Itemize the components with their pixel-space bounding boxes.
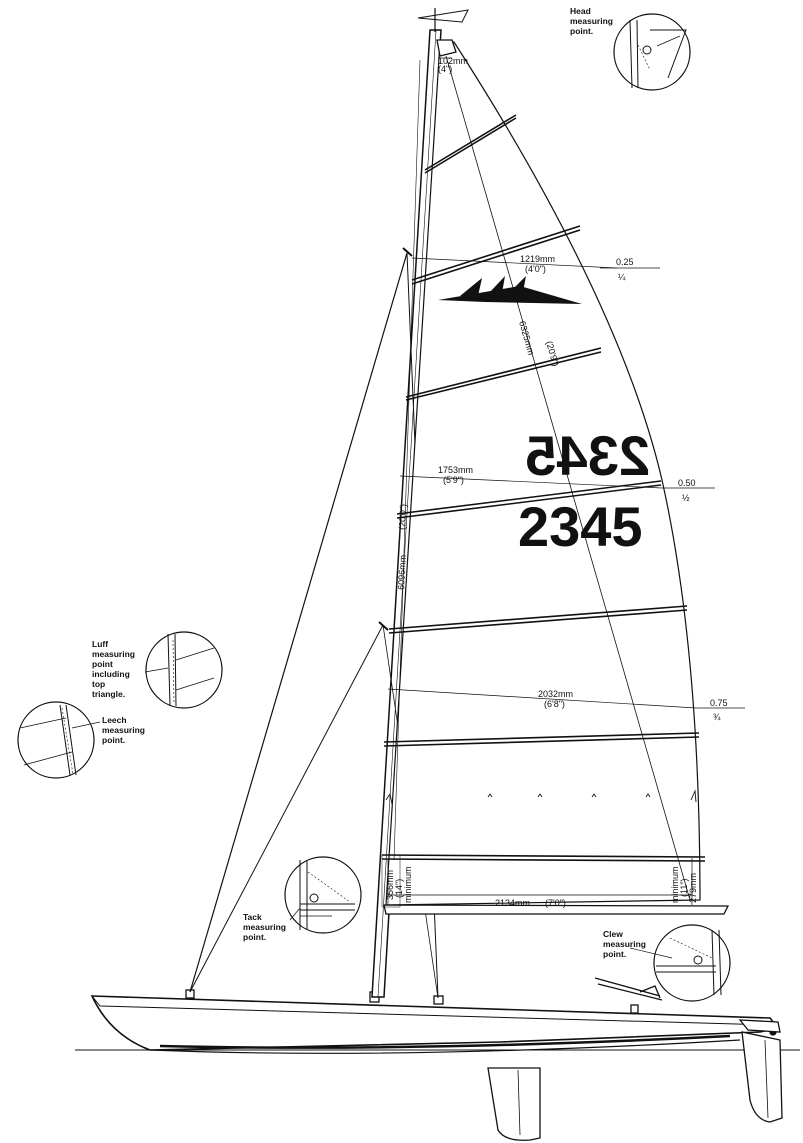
callout-leech <box>17 701 95 779</box>
luff-measure-line <box>393 59 421 861</box>
clew-min-imp: (11") <box>679 878 689 897</box>
tack-min-imp: (14") <box>394 879 404 898</box>
callout-head <box>613 13 691 91</box>
three-quarter-fraction: ¾ <box>713 712 721 722</box>
tack-min-note: minimum <box>403 866 413 903</box>
half-decimal: 0.50 <box>678 478 696 488</box>
label-luff: Luff measuring point including top trian… <box>92 639 135 699</box>
sail-number: 2345 <box>518 495 643 558</box>
marks <box>385 789 697 805</box>
tiller <box>594 977 663 1001</box>
mid-width-imp: (5'9") <box>443 475 464 485</box>
svg-text:top: top <box>92 679 105 689</box>
clew-min-note: minimum <box>670 866 680 903</box>
svg-text:Head: Head <box>570 6 591 16</box>
label-clew: Clew measuring point. <box>603 929 646 959</box>
diagonal-measure-line <box>445 55 691 901</box>
luff-imp: (20'0") <box>397 504 408 530</box>
boom <box>383 904 730 915</box>
clew-min-mm: 279mm <box>688 873 698 903</box>
width-dimension-lines <box>387 57 745 709</box>
foot-dimension-lines <box>381 854 693 908</box>
upper-width-imp: (4'0") <box>525 264 546 274</box>
svg-text:point: point <box>92 659 113 669</box>
svg-text:triangle.: triangle. <box>92 689 125 699</box>
callout-luff <box>145 631 223 709</box>
half-fraction: ½ <box>682 493 690 503</box>
svg-text:point.: point. <box>603 949 626 959</box>
callout-tack <box>284 856 362 934</box>
quarter-fraction: ¼ <box>618 272 626 282</box>
svg-text:point.: point. <box>570 26 593 36</box>
sail-logo <box>438 276 582 304</box>
hull <box>90 995 780 1054</box>
label-tack: Tack measuring point. <box>243 912 286 942</box>
svg-text:measuring: measuring <box>102 725 145 735</box>
svg-text:measuring: measuring <box>92 649 135 659</box>
three-quarter-decimal: 0.75 <box>710 698 728 708</box>
mainsail <box>385 39 701 906</box>
daggerboard <box>487 1067 541 1141</box>
luff-mm: 6096mm <box>396 555 408 590</box>
label-head: Head measuring point. <box>570 6 613 36</box>
upper-width-mm: 1219mm <box>520 254 555 264</box>
svg-text:measuring: measuring <box>243 922 286 932</box>
quarter-decimal: 0.25 <box>616 257 634 267</box>
callout-clew <box>653 924 731 1002</box>
side-stay <box>189 624 384 993</box>
foot-mm: 2134mm <box>495 898 530 908</box>
svg-text:including: including <box>92 669 130 679</box>
svg-text:measuring: measuring <box>570 16 613 26</box>
lower-width-imp: (6'8") <box>544 699 565 709</box>
label-leech: Leech measuring point. <box>102 715 145 745</box>
tack-min-mm: 356mm <box>385 870 395 900</box>
head-width-mm: 102mm <box>438 56 468 66</box>
forestay <box>189 252 408 993</box>
svg-text:Leech: Leech <box>102 715 127 725</box>
rudder <box>741 1031 783 1123</box>
mid-width-mm: 1753mm <box>438 465 473 475</box>
battens <box>381 114 706 862</box>
svg-text:point.: point. <box>243 932 266 942</box>
foot-imp: (7'0") <box>545 898 566 908</box>
svg-text:Luff: Luff <box>92 639 108 649</box>
lower-width-mm: 2032mm <box>538 689 573 699</box>
svg-text:measuring: measuring <box>603 939 646 949</box>
svg-text:point.: point. <box>102 735 125 745</box>
svg-text:Tack: Tack <box>243 912 262 922</box>
head-width-imp: (4") <box>438 64 452 74</box>
sail-number-mirrored: 2345 <box>525 424 650 487</box>
svg-text:Clew: Clew <box>603 929 623 939</box>
